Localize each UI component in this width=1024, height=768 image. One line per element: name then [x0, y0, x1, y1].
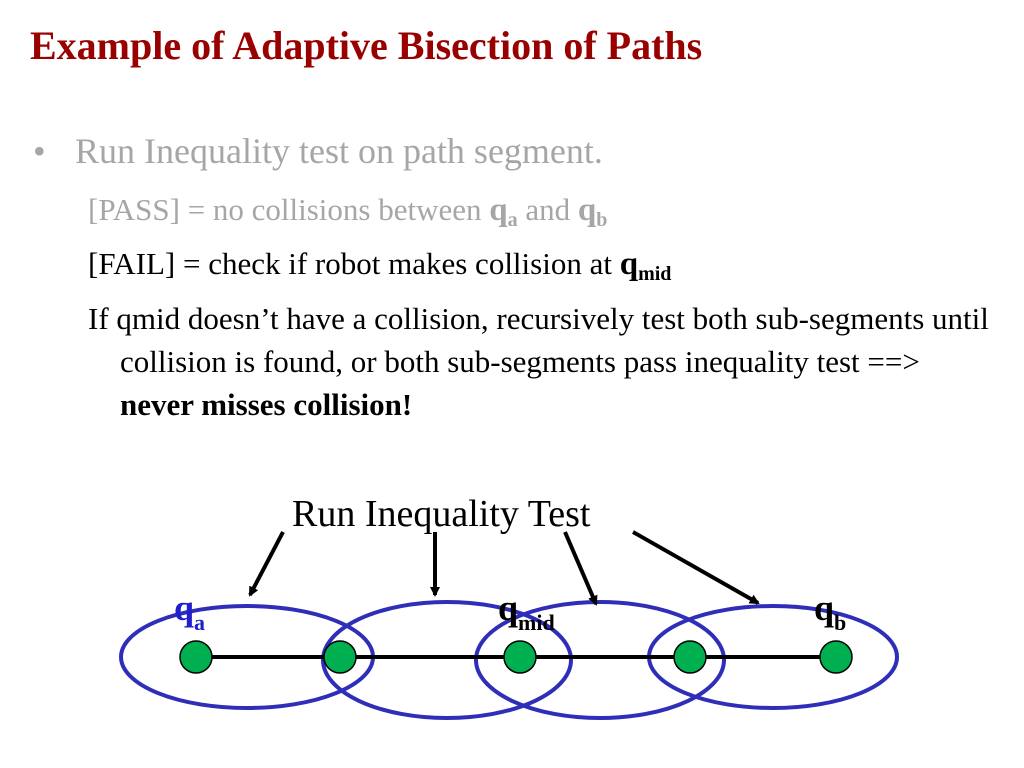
bullet-marker: •: [33, 131, 46, 171]
paragraph-bold: never misses collision!: [120, 387, 413, 422]
pass-mid: and: [517, 192, 578, 227]
q-b-symbol: qb: [577, 192, 608, 231]
segment-ellipse-3: [474, 600, 726, 720]
q-mid-symbol: qmid: [619, 246, 672, 285]
bullet-text: Run Inequality test on path segment.: [75, 131, 603, 171]
arrow-3: [563, 531, 598, 606]
slide-title: Example of Adaptive Bisection of Paths: [30, 23, 703, 68]
paragraph-text: If qmid doesn’t have a collision, recurs…: [88, 301, 989, 379]
node-q-mid: [503, 640, 537, 674]
arrow-1: [248, 531, 285, 597]
explanation-paragraph: If qmid doesn’t have a collision, recurs…: [88, 297, 990, 426]
node-q-a: [179, 640, 213, 674]
pass-line: [PASS] = no collisions between qa and qb: [88, 192, 607, 232]
q-a-label: qa: [174, 588, 206, 635]
pass-prefix: [PASS] = no collisions between: [88, 192, 490, 227]
q-b-label: qb: [814, 588, 847, 635]
node-4: [673, 640, 707, 674]
bullet-item: • Run Inequality test on path segment.: [33, 130, 603, 172]
q-mid-label: qmid: [498, 588, 555, 635]
run-inequality-test-label: Run Inequality Test: [292, 493, 591, 535]
node-2: [323, 640, 357, 674]
q-a-symbol: qa: [489, 192, 518, 231]
arrow-4: [632, 530, 760, 605]
node-q-b: [819, 640, 853, 674]
segment-ellipse-2: [321, 600, 573, 720]
fail-line: [FAIL] = check if robot makes collision …: [88, 246, 671, 286]
fail-prefix: [FAIL] = check if robot makes collision …: [88, 246, 620, 281]
